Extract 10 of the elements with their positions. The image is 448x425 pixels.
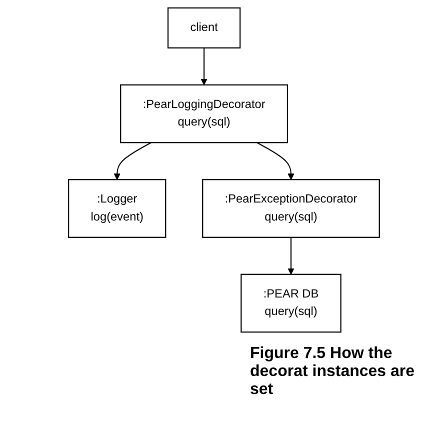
node-box: :Logger log(event): [68, 179, 166, 238]
arrow: [200, 48, 208, 86]
arrow: [256, 142, 294, 180]
node-box: :PEAR DB query(sql): [240, 274, 342, 333]
node-box: client: [168, 7, 241, 48]
arrow: [114, 142, 152, 180]
figure-caption: Figure 7.5 How the decorat instances are set: [250, 345, 416, 399]
node-box: :PearExceptionDecorator query(sql): [202, 179, 380, 238]
node-box: :PearLoggingDecorator query(sql): [120, 84, 288, 144]
arrow: [288, 237, 294, 275]
